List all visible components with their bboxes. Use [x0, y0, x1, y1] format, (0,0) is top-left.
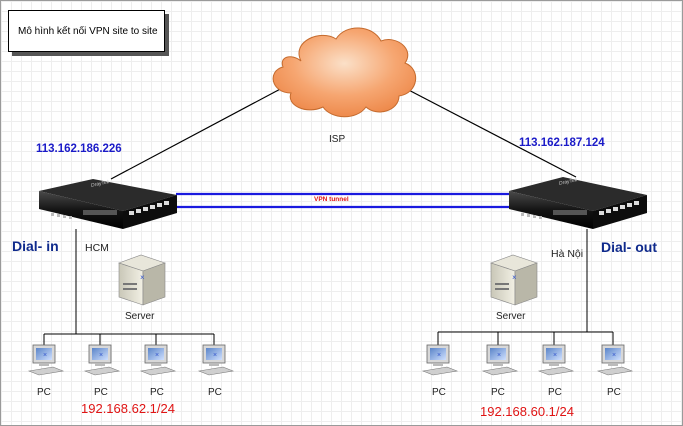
svg-text:×: × — [553, 352, 557, 359]
diagram-title-box: Mô hình kết nối VPN site to site — [8, 10, 165, 52]
pc-label: PC — [607, 387, 621, 398]
svg-text:×: × — [497, 352, 501, 359]
pc-icon: × — [139, 344, 177, 376]
server-left-label: Server — [125, 311, 155, 322]
pc-label: PC — [432, 387, 446, 398]
wan-link-right — [398, 84, 577, 178]
svg-text:×: × — [512, 273, 517, 282]
svg-text:×: × — [140, 273, 145, 282]
server-right-label: Server — [496, 311, 526, 322]
pc-icon: × — [197, 344, 235, 376]
router-left-icon — [39, 179, 177, 229]
pc-icon: × — [537, 344, 575, 376]
pc-label: PC — [491, 387, 505, 398]
lan-subnet-left: 192.168.62.1/24 — [81, 401, 175, 416]
wan-ip-left: 113.162.186.226 — [36, 143, 122, 155]
diagram-title: Mô hình kết nối VPN site to site — [18, 25, 158, 37]
pc-label: PC — [548, 387, 562, 398]
wan-link-left — [110, 85, 287, 180]
vpn-tunnel-label: VPN tunnel — [314, 196, 349, 203]
pc-icon: × — [421, 344, 459, 376]
pc-icon: × — [596, 344, 634, 376]
svg-text:×: × — [437, 352, 441, 359]
pc-icon: × — [481, 344, 519, 376]
lan-right-lines — [437, 229, 614, 349]
svg-text:×: × — [99, 352, 103, 359]
location-right: Hà Nội — [551, 248, 584, 260]
server-right-icon: × — [490, 254, 538, 306]
svg-text:×: × — [612, 352, 616, 359]
isp-cloud-icon — [272, 27, 416, 118]
role-left: Dial- in — [12, 238, 59, 254]
wan-ip-right: 113.162.187.124 — [519, 137, 605, 149]
pc-label: PC — [208, 387, 222, 398]
server-left-icon: × — [118, 254, 166, 306]
pc-icon: × — [27, 344, 65, 376]
pc-label: PC — [150, 387, 164, 398]
location-left: HCM — [85, 242, 109, 254]
svg-text:×: × — [155, 352, 159, 359]
router-right-icon — [509, 177, 647, 229]
isp-label: ISP — [329, 134, 346, 145]
role-right: Dial- out — [601, 239, 657, 255]
pc-label: PC — [94, 387, 108, 398]
svg-text:×: × — [43, 352, 47, 359]
svg-text:×: × — [213, 352, 217, 359]
lan-subnet-right: 192.168.60.1/24 — [480, 404, 574, 419]
pc-icon: × — [83, 344, 121, 376]
pc-label: PC — [37, 387, 51, 398]
